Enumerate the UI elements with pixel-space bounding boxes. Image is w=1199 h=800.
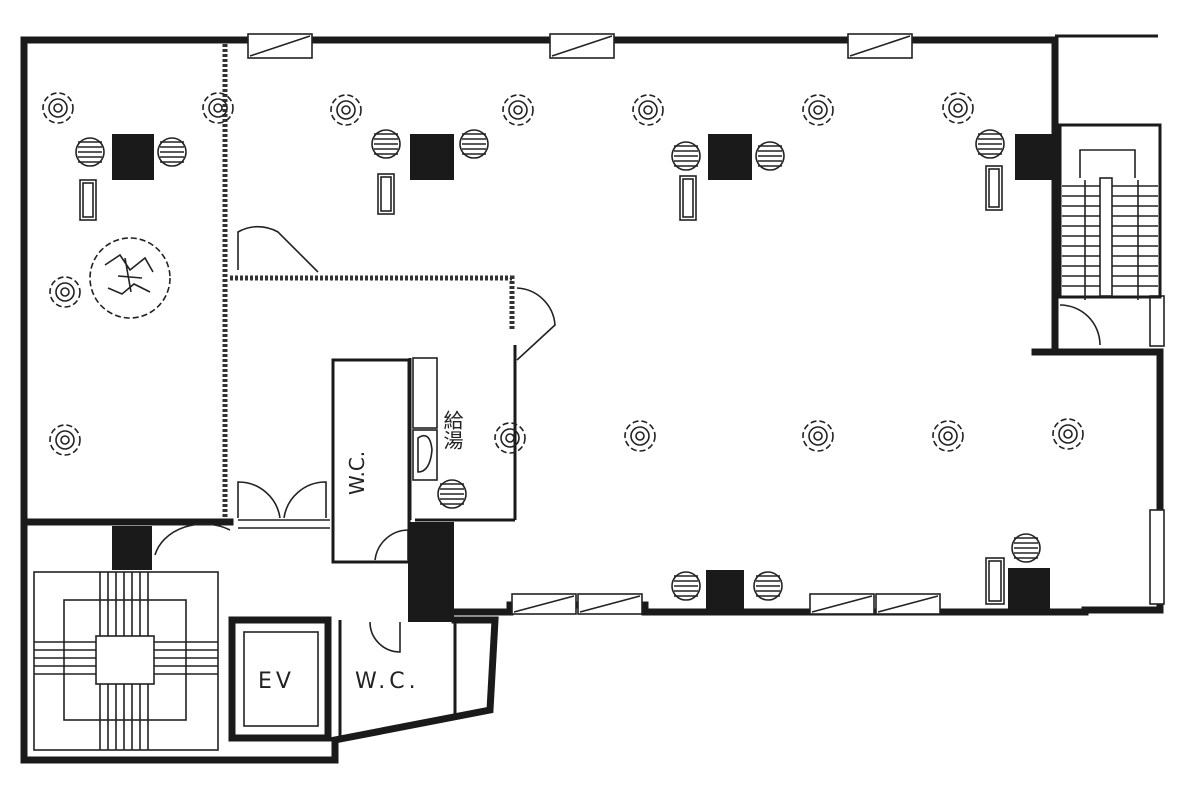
column xyxy=(1008,568,1050,612)
kitchenette: 給湯 xyxy=(417,410,464,473)
door-arc-lobby xyxy=(154,523,231,556)
ceiling-light xyxy=(49,276,81,308)
door-arc-double-right xyxy=(283,481,327,519)
ceiling-light xyxy=(502,94,534,126)
side-table xyxy=(79,179,97,221)
plant-decoration xyxy=(89,237,171,319)
interior-partitions xyxy=(20,44,517,564)
column xyxy=(112,526,152,570)
ceiling-light xyxy=(624,420,656,452)
ceiling-light xyxy=(802,420,834,452)
door-arc-upper-left xyxy=(237,225,319,273)
chair xyxy=(671,571,701,601)
ceiling-light xyxy=(42,92,74,124)
side-table xyxy=(985,557,1005,605)
ceiling-light xyxy=(494,422,526,454)
side-table xyxy=(679,175,697,221)
chair xyxy=(437,479,467,509)
chair xyxy=(753,571,783,601)
side-table xyxy=(985,165,1003,211)
chair xyxy=(755,141,785,171)
column xyxy=(408,522,454,622)
ceiling-light xyxy=(330,94,362,126)
column xyxy=(112,134,154,180)
top-windows xyxy=(247,33,913,59)
door-arc-wc-upper xyxy=(374,529,409,561)
chair xyxy=(75,137,105,167)
chair xyxy=(371,129,401,159)
ceiling-light xyxy=(802,94,834,126)
door-arc-wc-lower xyxy=(369,621,401,653)
stairwell-lower-left xyxy=(33,571,219,751)
ceiling-light xyxy=(632,94,664,126)
kitchenette-label: 給湯 xyxy=(440,410,464,450)
furniture xyxy=(75,129,1041,605)
stairwell-right xyxy=(1058,123,1162,300)
door-arc-stair-right xyxy=(1059,304,1101,346)
side-table xyxy=(377,173,395,215)
wc-lower: W.C. xyxy=(338,618,457,740)
ceiling-light xyxy=(49,424,81,456)
wc-lower-label: W.C. xyxy=(355,669,420,694)
ceiling-light xyxy=(932,420,964,452)
doors xyxy=(154,225,1101,653)
column xyxy=(1015,134,1055,180)
chair xyxy=(459,129,489,159)
column xyxy=(708,134,752,180)
ceiling-lights xyxy=(42,92,1084,456)
ceiling-light xyxy=(942,92,974,124)
elevator-label: EV xyxy=(258,669,295,694)
chair xyxy=(975,129,1005,159)
door-arc-double-left xyxy=(237,481,281,519)
ceiling-light xyxy=(1052,418,1084,450)
bottom-windows xyxy=(511,295,1165,615)
column xyxy=(410,134,454,180)
column xyxy=(706,570,744,614)
door-arc-kitchen xyxy=(516,287,556,361)
chair xyxy=(1011,533,1041,563)
chair xyxy=(671,141,701,171)
columns xyxy=(112,134,1055,622)
chair xyxy=(157,137,187,167)
elevator: EV xyxy=(228,616,332,742)
ceiling-light xyxy=(202,92,234,124)
wc-upper-label: W.C. xyxy=(345,451,369,495)
